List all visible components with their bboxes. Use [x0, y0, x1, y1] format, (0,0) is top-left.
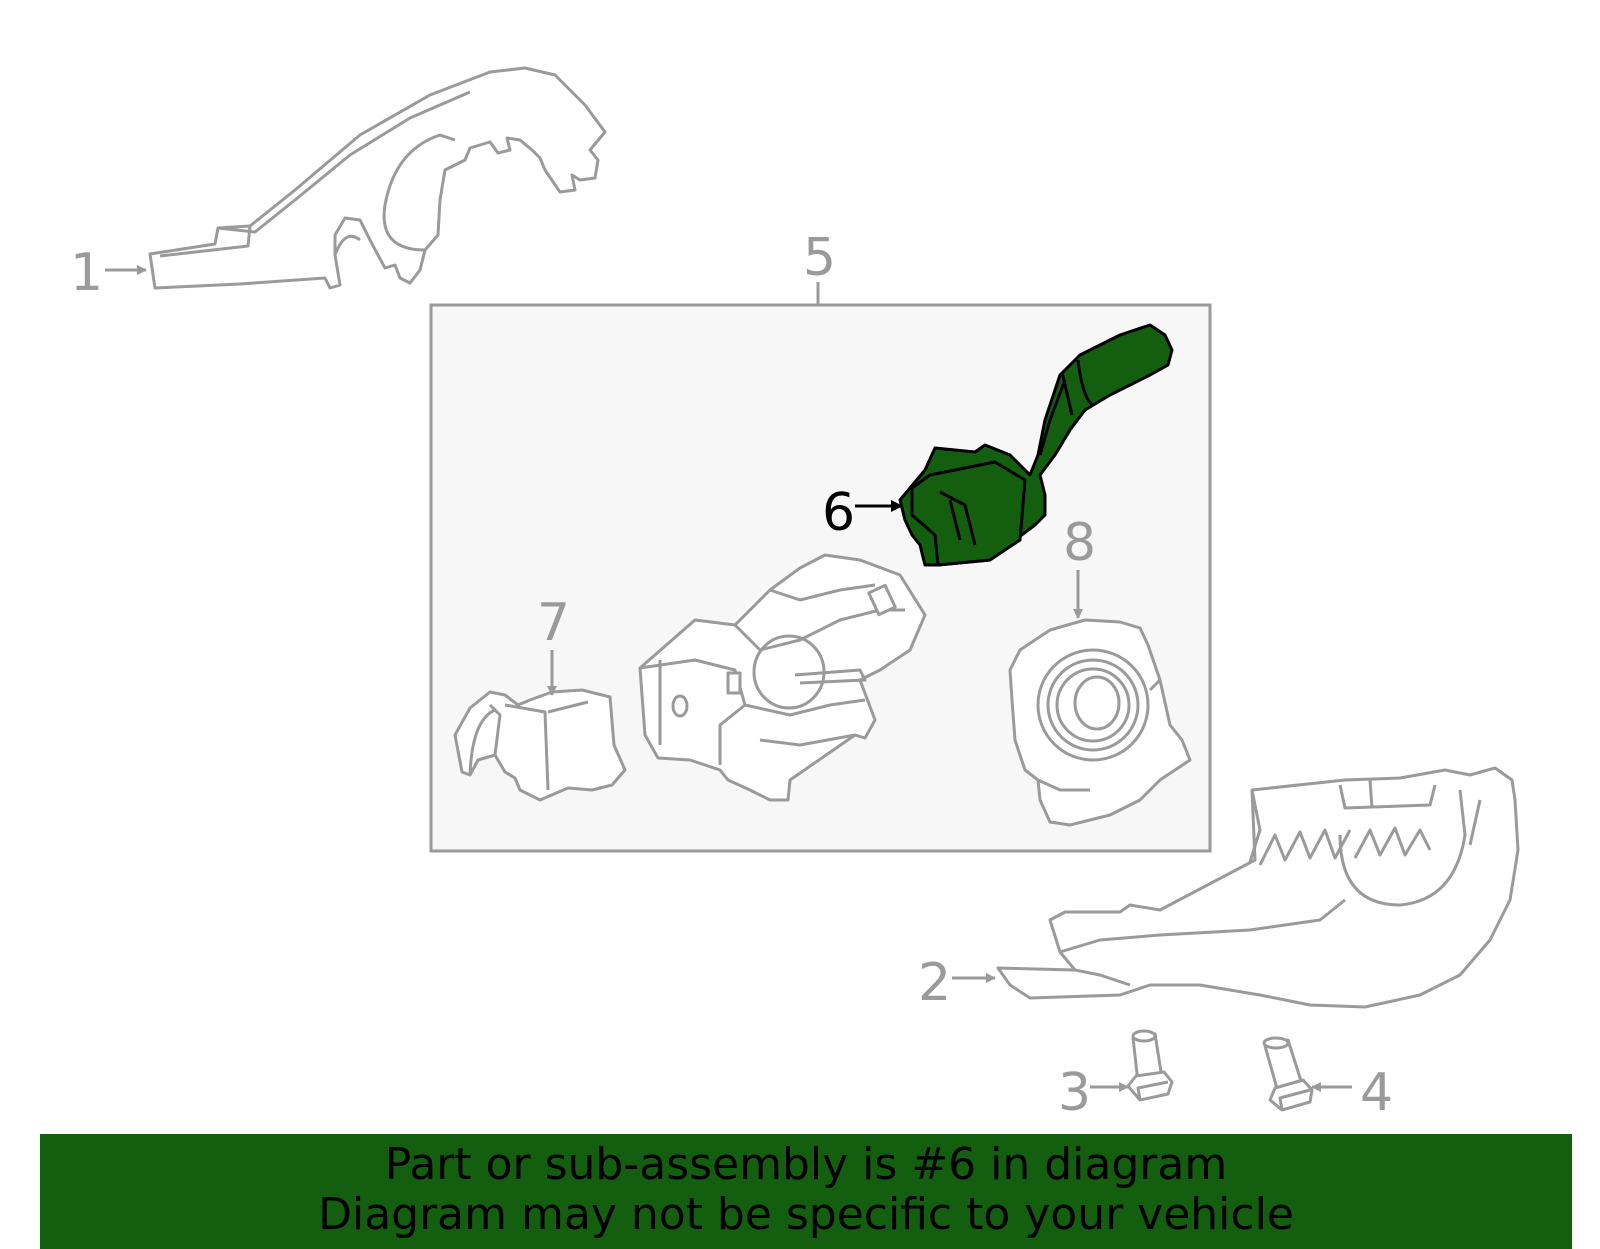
- part-8-clockspring[interactable]: [1008, 618, 1192, 827]
- callout-5: 5: [803, 228, 836, 305]
- callout-2-label: 2: [918, 953, 951, 1013]
- callout-8: 8: [1063, 513, 1096, 619]
- callout-8-label: 8: [1063, 513, 1096, 573]
- part-4-bolt[interactable]: [1262, 1036, 1314, 1112]
- callout-1: 1: [70, 243, 147, 303]
- callout-7: 7: [537, 593, 570, 696]
- callout-1-label: 1: [70, 243, 103, 303]
- info-banner: Part or sub-assembly is #6 in diagram Di…: [40, 1134, 1572, 1249]
- callout-2: 2: [918, 953, 996, 1013]
- callout-4-label: 4: [1360, 1063, 1393, 1123]
- part-7-switch-bracket[interactable]: [453, 688, 627, 802]
- callout-7-label: 7: [537, 593, 570, 653]
- banner-line-2: Diagram may not be specific to your vehi…: [318, 1189, 1294, 1240]
- callout-3: 3: [1058, 1063, 1129, 1123]
- callout-6-label: 6: [822, 483, 855, 543]
- part-1-upper-shroud[interactable]: [148, 66, 607, 290]
- callout-4: 4: [1311, 1063, 1393, 1123]
- callout-5-label: 5: [803, 228, 836, 288]
- column-housing: [638, 553, 927, 802]
- part-2-lower-shroud[interactable]: [996, 766, 1520, 1009]
- callout-3-label: 3: [1058, 1063, 1091, 1123]
- callout-6: 6: [822, 483, 903, 543]
- part-6-wiper-switch[interactable]: [898, 323, 1174, 567]
- banner-line-1: Part or sub-assembly is #6 in diagram: [384, 1139, 1228, 1190]
- part-3-bolt[interactable]: [1126, 1029, 1174, 1102]
